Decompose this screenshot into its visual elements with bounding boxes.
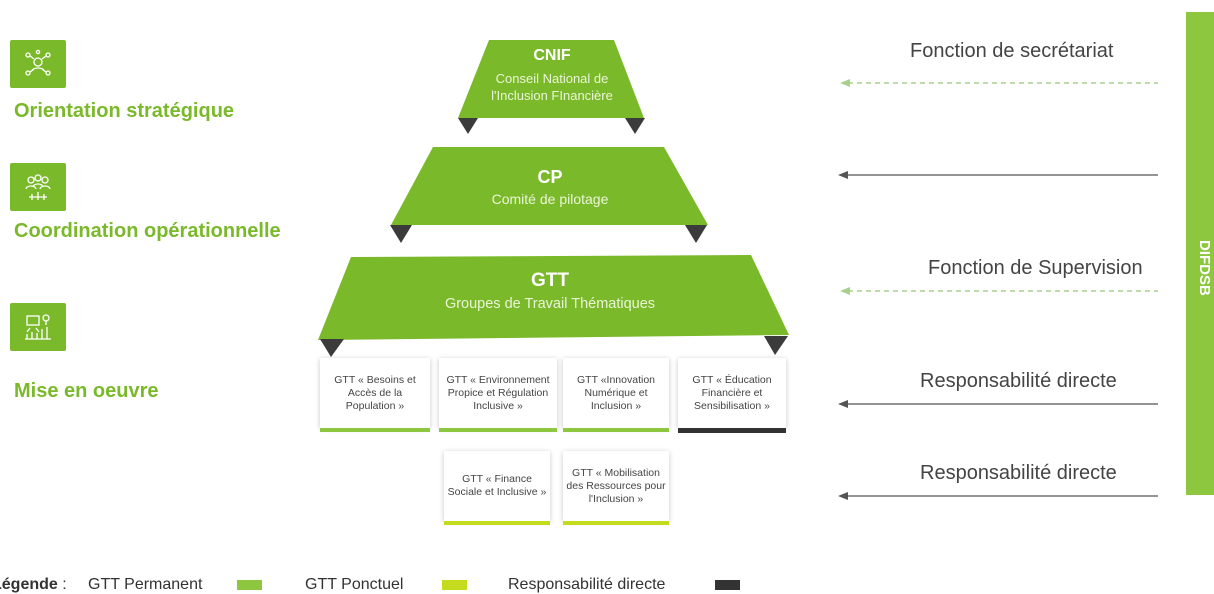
gtt-card-finance-sociale: GTT « Finance Sociale et Inclusive » [444,451,550,525]
legend-title: Légende : [0,576,67,593]
cp-left-foot [390,225,412,243]
network-people-icon [25,49,51,76]
cnif-left-foot [458,118,478,134]
difdsb-sidebar [1186,12,1214,495]
gtt-card-innovation: GTT «Innovation Numérique et Inclusion » [563,358,669,432]
responsabilite-arrow-1 [838,400,1158,408]
permanent-bar [563,428,669,432]
responsabilite-arrow-2 [838,492,1158,500]
cnif-right-foot [625,118,645,134]
gtt-card-text: GTT « Mobilisation des Ressources pour l… [566,466,666,505]
level-icon-mise-en-oeuvre [10,303,66,351]
legend-label-ponctuel: GTT Ponctuel [305,576,404,593]
gtt-card-text: GTT « Finance Sociale et Inclusive » [447,473,547,498]
cnif-subtitle-line2: l'Inclusion FInancière [491,88,613,103]
level-label-mise-en-oeuvre: Mise en oeuvre [14,380,159,402]
function-label-secretariat: Fonction de secrétariat [910,40,1114,62]
gtt-title: GTT [531,270,569,291]
implementation-chart-icon [25,314,51,340]
function-label-responsabilite-2: Responsabilité directe [920,462,1117,484]
level-icon-orientation [10,40,66,88]
legend-label-responsabilite: Responsabilité directe [508,576,666,593]
gtt-card-environnement: GTT « Environnement Propice et Régulatio… [439,358,557,432]
cp-title: CP [537,167,563,187]
difdsb-label: DIFDSB [1196,240,1213,296]
secretariat-arrow [840,79,1158,87]
cp-tier [391,147,708,225]
gtt-card-text: GTT « Éducation Financière et Sensibilis… [692,373,772,412]
legend-label-permanent: GTT Permanent [88,576,203,593]
gtt-card-text: GTT « Environnement Propice et Régulatio… [446,373,550,412]
cp-right-foot [685,225,707,243]
team-coordination-icon [25,174,51,200]
cnif-title: CNIF [533,47,571,64]
cnif-subtitle-line1: Conseil National de [495,71,609,86]
responsabilite-bar [678,428,786,433]
gtt-right-foot [764,336,788,355]
ponctuel-bar [563,521,669,525]
legend-swatch-responsabilite [715,580,740,590]
level-icon-coordination [10,163,66,211]
cp-subtitle: Comité de pilotage [491,191,609,207]
ponctuel-bar [444,521,550,525]
gtt-left-foot [320,339,344,357]
legend-swatch-permanent [237,580,262,590]
level-label-orientation: Orientation stratégique [14,100,235,122]
pilotage-arrow [838,171,1158,179]
gtt-card-text: GTT « Besoins et Accès de la Population … [334,373,416,412]
level-label-coordination: Coordination opérationnelle [14,220,281,242]
legend-swatch-ponctuel [442,580,467,590]
gtt-subtitle: Groupes de Travail Thématiques [444,296,656,312]
function-label-responsabilite-1: Responsabilité directe [920,370,1117,392]
cnif-tier [458,40,644,118]
gtt-card-mobilisation: GTT « Mobilisation des Ressources pour l… [563,451,669,525]
function-label-supervision: Fonction de Supervision [928,257,1143,279]
gtt-card-education: GTT « Éducation Financière et Sensibilis… [678,358,786,433]
supervision-arrow [840,287,1158,295]
gtt-tier [318,255,789,340]
permanent-bar [320,428,430,432]
gtt-card-besoins: GTT « Besoins et Accès de la Population … [320,358,430,432]
permanent-bar [439,428,557,432]
gtt-card-text: GTT «Innovation Numérique et Inclusion » [576,373,656,412]
